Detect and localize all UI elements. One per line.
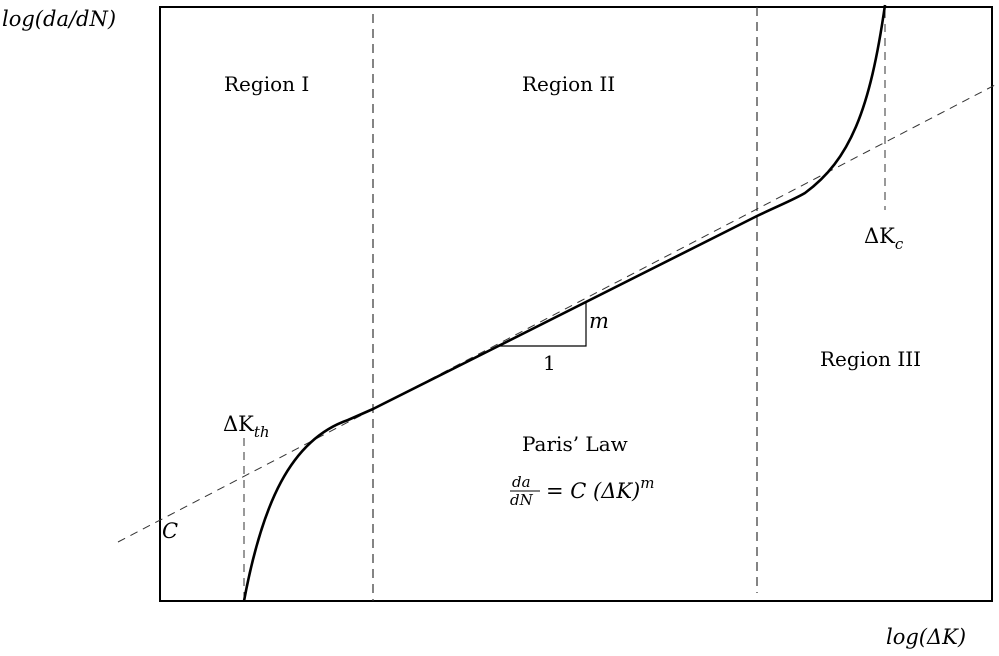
law-rhs: = C (ΔK) <box>546 479 640 503</box>
intercept-label: C <box>162 519 178 543</box>
region-3-label: Region III <box>820 347 921 371</box>
delta-k-th-label: ΔKth <box>223 412 270 441</box>
slope-run-label: 1 <box>543 351 556 375</box>
plot-frame <box>159 6 993 602</box>
law-fraction-denominator: dN <box>510 491 534 509</box>
delta-k-th-subscript: th <box>254 423 270 441</box>
law-fraction-numerator: da <box>512 473 531 491</box>
y-axis-label: log(da/dN) <box>2 7 116 31</box>
law-equation-rhs: = C (ΔK)m <box>546 474 655 503</box>
delta-k-c-symbol: ΔK <box>864 224 895 248</box>
delta-k-c-label: ΔKc <box>864 224 904 253</box>
paris-law-title: Paris’ Law <box>522 432 628 456</box>
delta-k-c-subscript: c <box>895 235 904 253</box>
law-exponent: m <box>640 474 654 492</box>
x-axis-label: log(ΔK) <box>886 625 966 649</box>
slope-rise-label: m <box>589 309 609 333</box>
paris-law-asymptote <box>117 84 996 543</box>
slope-triangle <box>498 303 587 347</box>
region-2-label: Region II <box>522 72 615 96</box>
region-1-label: Region I <box>224 72 309 96</box>
delta-k-th-symbol: ΔK <box>223 412 254 436</box>
crack-growth-curve <box>242 4 887 602</box>
